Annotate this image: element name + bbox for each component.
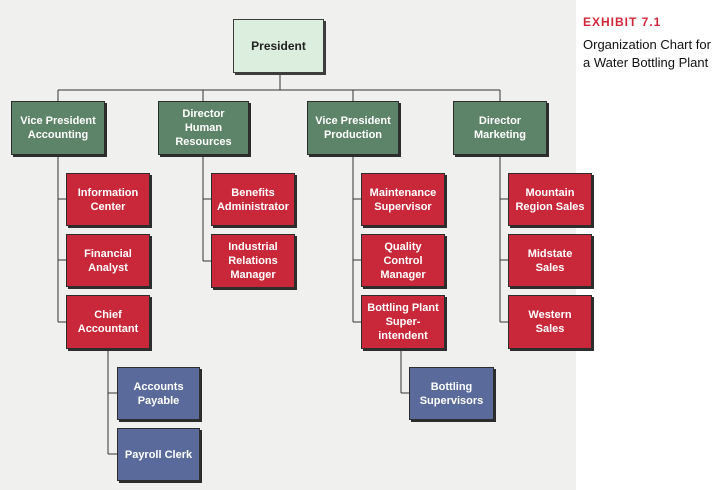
industrial-relations-manager-box: Industrial Relations Manager: [211, 234, 295, 288]
connector-lines: [57, 73, 508, 455]
director-marketing-box: Director Marketing: [453, 101, 547, 155]
director-hr-box: Director Human Resources: [158, 101, 249, 155]
bottling-plant-superintendent-box: Bottling Plant Super- intendent: [361, 295, 445, 349]
western-sales-box: Western Sales: [508, 295, 592, 349]
president-box: President: [233, 19, 324, 73]
mountain-region-sales-box: Mountain Region Sales: [508, 173, 592, 226]
vp-accounting-box: Vice President Accounting: [11, 101, 105, 155]
maintenance-supervisor-box: Maintenance Supervisor: [361, 173, 445, 226]
payroll-clerk-box: Payroll Clerk: [117, 428, 200, 481]
financial-analyst-box: Financial Analyst: [66, 234, 150, 287]
exhibit-title-line: a Water Bottling Plant: [583, 55, 709, 70]
benefits-administrator-box: Benefits Administrator: [211, 173, 295, 226]
accounts-payable-box: Accounts Payable: [117, 367, 200, 420]
information-center-box: Information Center: [66, 173, 150, 226]
exhibit-title: Organization Chart for a Water Bottling …: [583, 36, 728, 72]
bottling-supervisors-box: Bottling Supervisors: [409, 367, 494, 420]
exhibit-label: EXHIBIT 7.1: [583, 15, 662, 29]
exhibit-title-line: Organization Chart for: [583, 37, 711, 52]
chief-accountant-box: Chief Accountant: [66, 295, 150, 349]
vp-production-box: Vice President Production: [307, 101, 399, 155]
quality-control-manager-box: Quality Control Manager: [361, 234, 445, 287]
midstate-sales-box: Midstate Sales: [508, 234, 592, 287]
